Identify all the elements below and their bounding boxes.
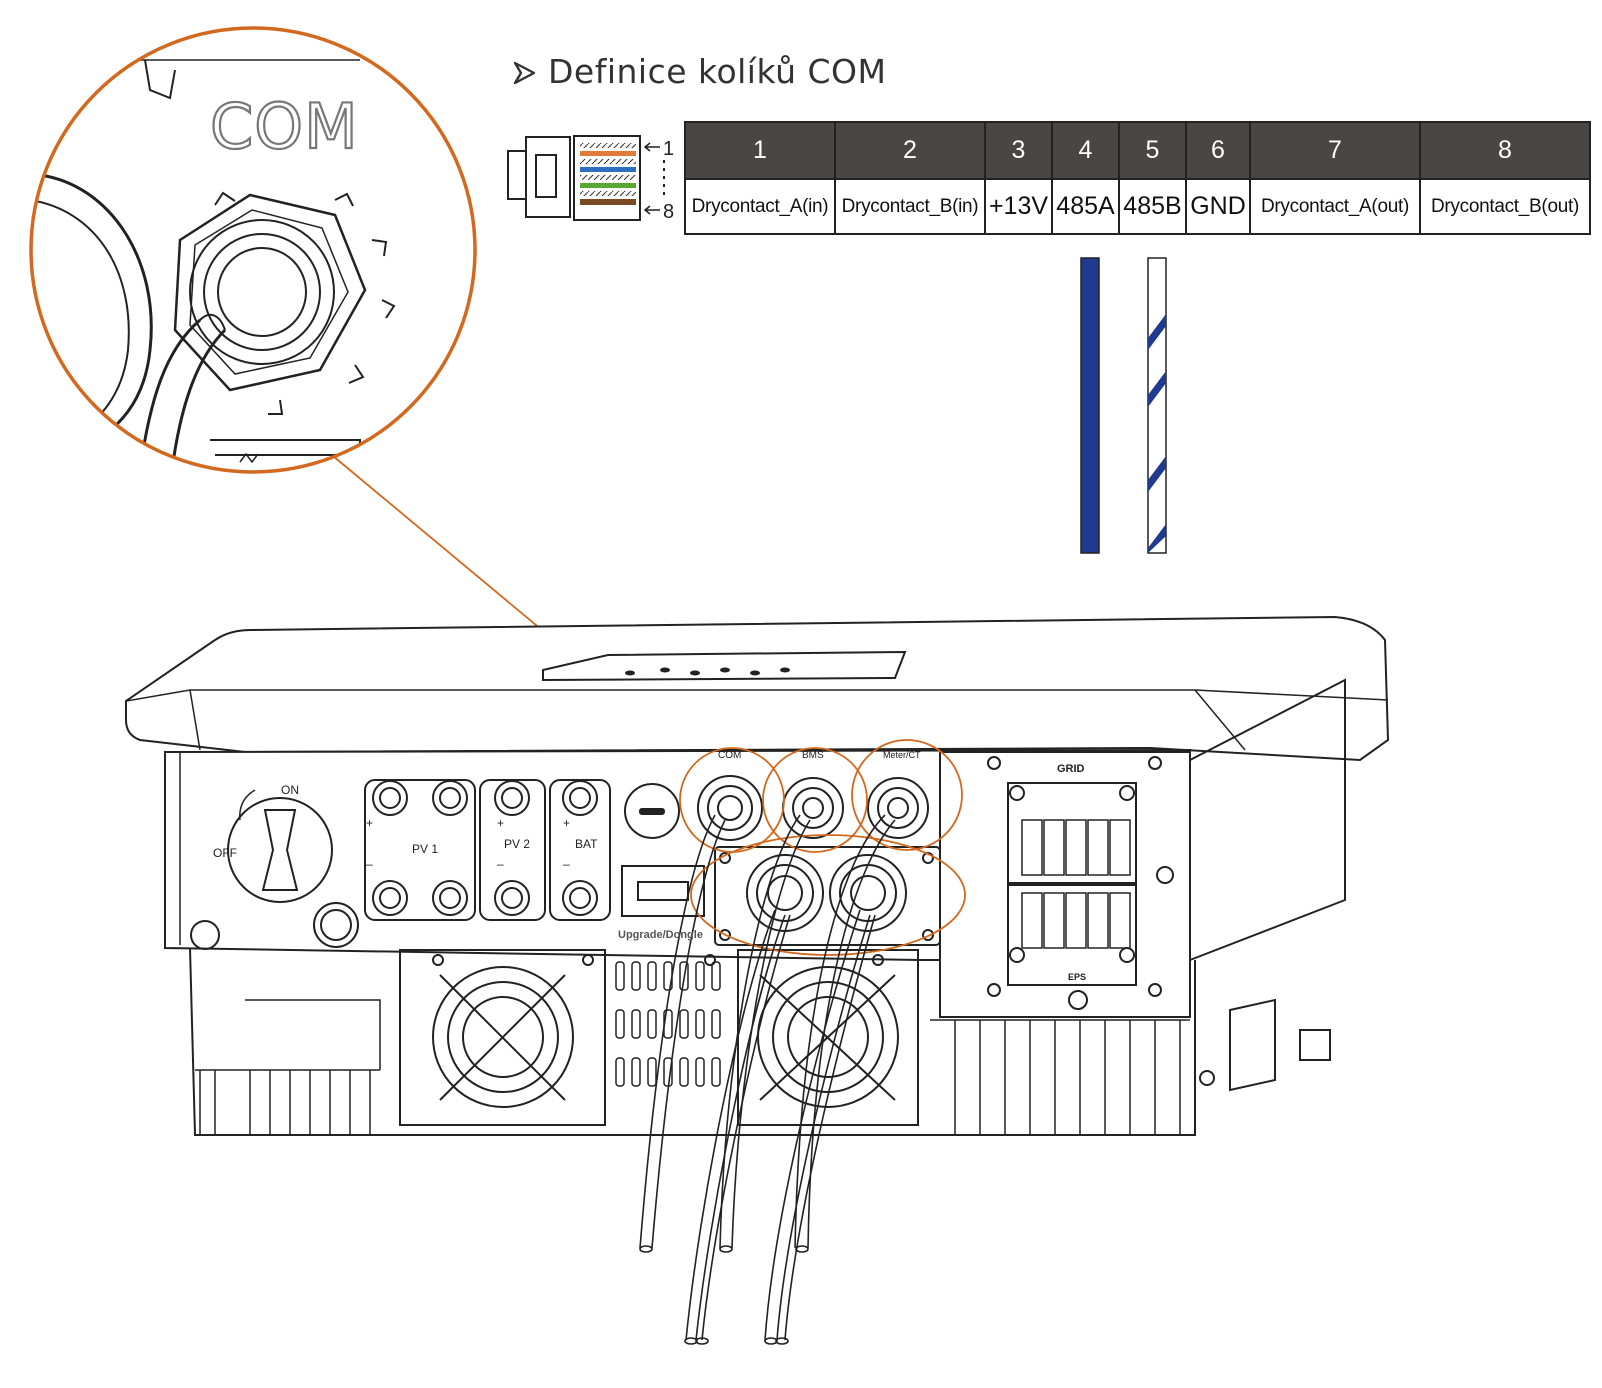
pin-number: 5 — [1118, 121, 1187, 180]
title-text: Definice kolíků COM — [548, 52, 887, 91]
minus-label: – — [366, 857, 373, 871]
pin-function: Drycontact_A(out) — [1249, 178, 1421, 235]
com-port-zoom-detail: COM — [29, 26, 477, 474]
plus-label: + — [497, 816, 504, 830]
pv1-label: PV 1 — [412, 842, 438, 856]
pv2-label: PV 2 — [504, 837, 530, 851]
pin-function: +13V — [984, 178, 1053, 235]
bms-port-label: BMS — [802, 750, 824, 761]
pin-definition-table: 1 2 3 4 5 6 7 8 Drycontact_A(in) Drycont… — [684, 121, 1591, 235]
minus-label: – — [497, 857, 504, 871]
wire-485b-blue-white-striped — [1147, 257, 1167, 554]
com-port-label: COM — [718, 750, 741, 761]
pin-last-label: 8 — [663, 201, 674, 223]
bat-label: BAT — [575, 837, 598, 851]
inverter-labels: ON OFF PV 1 PV 2 BAT + + + – – – COM BMS… — [213, 750, 1086, 982]
pin-function: 485B — [1118, 178, 1187, 235]
pin-number: 6 — [1185, 121, 1251, 180]
plus-label: + — [366, 816, 373, 830]
pin-number: 8 — [1419, 121, 1591, 180]
dongle-label: Upgrade/Dongle — [618, 929, 703, 941]
inverter-unit — [125, 615, 1390, 1136]
pin-first-label: 1 — [663, 138, 674, 160]
pin-function: GND — [1185, 178, 1251, 235]
communication-cables — [639, 814, 896, 1345]
pin-number: 7 — [1249, 121, 1421, 180]
pin-function: Drycontact_B(in) — [834, 178, 986, 235]
pin-function-row: Drycontact_A(in) Drycontact_B(in) +13V 4… — [684, 178, 1591, 235]
rj45-connector-icon — [507, 135, 665, 221]
pin-function: Drycontact_A(in) — [684, 178, 836, 235]
grid-label: GRID — [1057, 763, 1085, 775]
switch-off-label: OFF — [213, 846, 237, 860]
section-title: Definice kolíků COM — [512, 52, 886, 91]
arrow-bullet-icon — [512, 52, 538, 91]
meter-port-label: Meter/CT — [883, 750, 921, 760]
pin-number: 4 — [1051, 121, 1120, 180]
port-highlight-rings — [679, 739, 966, 956]
zoom-com-label: COM — [210, 90, 359, 163]
pin-function: Drycontact_B(out) — [1419, 178, 1591, 235]
plus-label: + — [563, 816, 570, 830]
pin-number: 1 — [684, 121, 836, 180]
pin-number: 2 — [834, 121, 986, 180]
pin-number-row: 1 2 3 4 5 6 7 8 — [684, 121, 1591, 180]
pin-number: 3 — [984, 121, 1053, 180]
minus-label: – — [563, 857, 570, 871]
eps-label: EPS — [1068, 972, 1086, 982]
zoom-leader-line — [332, 455, 687, 751]
pin-function: 485A — [1051, 178, 1120, 235]
switch-on-label: ON — [281, 783, 299, 797]
wire-485a-solid-blue — [1080, 257, 1100, 554]
